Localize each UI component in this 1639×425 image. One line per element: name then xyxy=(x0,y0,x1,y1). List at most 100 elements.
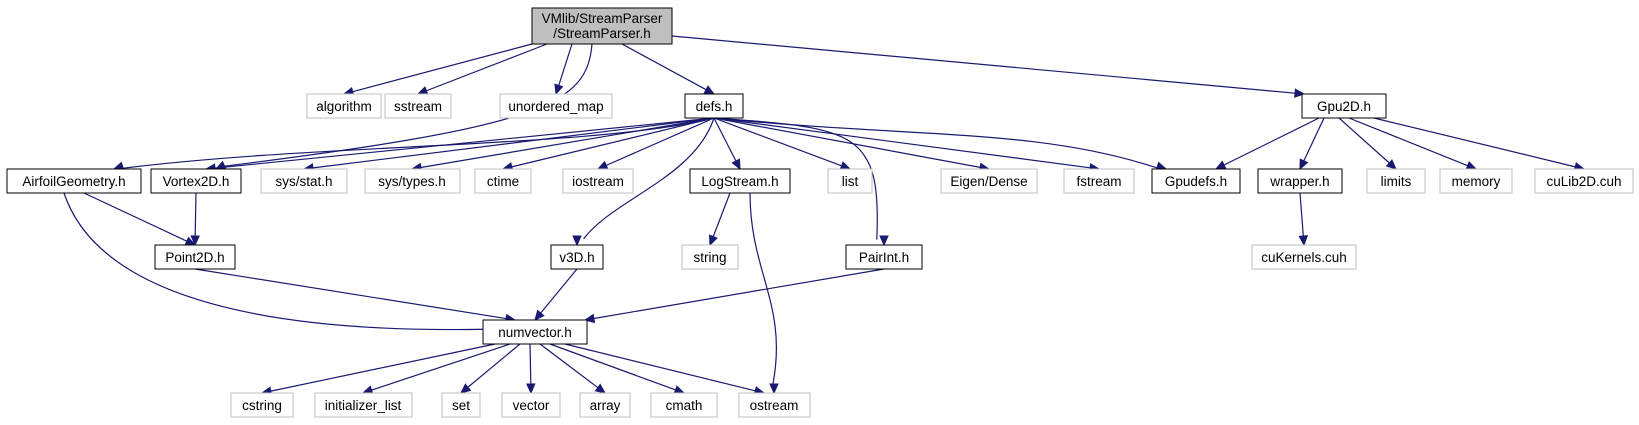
node-logstream[interactable]: LogStream.h xyxy=(689,168,791,194)
edge-arrowhead-wrapper-to-cukernels xyxy=(1298,235,1309,247)
edge-arrowhead-root-to-defs xyxy=(703,85,716,95)
node-vector-label: vector xyxy=(513,398,550,413)
node-cukernels[interactable]: cuKernels.cuh xyxy=(1251,244,1357,270)
node-v3d-label: v3D.h xyxy=(559,250,594,265)
edge-root-to-sstream xyxy=(426,43,548,92)
edge-arrowhead-numvector-to-vector xyxy=(526,383,536,395)
node-cstring[interactable]: cstring xyxy=(230,392,294,418)
node-ostream[interactable]: ostream xyxy=(738,392,811,418)
node-point2d[interactable]: Point2D.h xyxy=(154,244,236,270)
edge-logstream-to-string xyxy=(712,192,731,237)
edge-numvector-to-array xyxy=(539,343,599,389)
node-v3d[interactable]: v3D.h xyxy=(550,244,604,270)
edge-defs-to-v3d xyxy=(583,117,715,240)
node-memory-label: memory xyxy=(1452,174,1501,189)
edge-point2d-to-numvector xyxy=(194,268,507,320)
node-sys-types-label: sys/types.h xyxy=(378,174,446,189)
node-sys-types[interactable]: sys/types.h xyxy=(364,168,461,194)
edge-gpu2d-to-memory xyxy=(1348,117,1468,167)
edge-arrowhead-gpu2d-to-wrapper xyxy=(1299,158,1309,171)
edge-defs-to-pairint xyxy=(713,117,878,240)
node-vortex2d[interactable]: Vortex2D.h xyxy=(150,168,242,194)
node-wrapper[interactable]: wrapper.h xyxy=(1257,168,1343,194)
edge-numvector-to-set xyxy=(467,343,521,388)
node-gpudefs[interactable]: Gpudefs.h xyxy=(1151,168,1241,194)
node-array[interactable]: array xyxy=(579,392,631,418)
node-memory[interactable]: memory xyxy=(1439,168,1513,194)
node-airfoil-geometry[interactable]: AirfoilGeometry.h xyxy=(6,168,142,194)
node-point2d-label: Point2D.h xyxy=(165,250,224,265)
node-pairint[interactable]: PairInt.h xyxy=(845,244,923,270)
node-vector[interactable]: vector xyxy=(501,392,561,418)
node-culib2d-label: cuLib2D.cuh xyxy=(1546,174,1621,189)
node-limits-label: limits xyxy=(1381,174,1412,189)
edge-numvector-to-cstring xyxy=(270,343,496,392)
edge-v3d-to-numvector xyxy=(540,268,578,314)
node-list[interactable]: list xyxy=(827,168,873,194)
node-limits[interactable]: limits xyxy=(1366,168,1426,194)
edge-arrowhead-logstream-to-string xyxy=(708,234,718,247)
node-sys-stat-label: sys/stat.h xyxy=(275,174,332,189)
node-defs[interactable]: defs.h xyxy=(684,93,744,119)
node-eigen-dense-label: Eigen/Dense xyxy=(950,174,1027,189)
edge-defs-to-airfoil xyxy=(122,117,715,169)
edge-defs-to-fstream xyxy=(713,117,1091,169)
edge-arrowhead-defs-to-iostream xyxy=(596,160,609,170)
node-fstream-label: fstream xyxy=(1076,174,1121,189)
edge-defs-to-list xyxy=(713,117,842,167)
node-unordered-map[interactable]: unordered_map xyxy=(499,93,613,119)
edge-defs-to-eigen xyxy=(713,117,981,168)
node-numvector-label: numvector.h xyxy=(498,325,572,340)
node-algorithm-label: algorithm xyxy=(316,99,372,114)
edge-gpu2d-to-gpudefs xyxy=(1223,117,1320,166)
node-string[interactable]: string xyxy=(681,244,739,270)
node-numvector[interactable]: numvector.h xyxy=(482,319,588,345)
node-root[interactable]: VMlib/StreamParser /StreamParser.h xyxy=(531,7,673,45)
edge-arrowhead-root-to-gpu2d xyxy=(1294,88,1306,98)
edge-root-to-algorithm xyxy=(352,43,533,93)
node-cmath-label: cmath xyxy=(666,398,703,413)
node-cstring-label: cstring xyxy=(242,398,282,413)
node-vortex2d-label: Vortex2D.h xyxy=(163,174,230,189)
edge-arrowhead-defs-to-pairint xyxy=(879,235,889,247)
node-pairint-label: PairInt.h xyxy=(859,250,909,265)
edges-layer xyxy=(63,35,1586,396)
node-algorithm[interactable]: algorithm xyxy=(306,93,382,119)
edge-arrowhead-v3d-to-numvector xyxy=(534,309,545,321)
edge-vortex2d-to-point2d xyxy=(194,192,197,237)
node-gpu2d[interactable]: Gpu2D.h xyxy=(1301,93,1387,119)
node-list-label: list xyxy=(842,174,859,189)
edge-gpu2d-to-limits xyxy=(1338,117,1390,164)
node-sys-stat[interactable]: sys/stat.h xyxy=(260,168,348,194)
node-set-label: set xyxy=(452,398,470,413)
node-initializer-list[interactable]: initializer_list xyxy=(314,392,413,418)
edge-arrowhead-defs-to-logstream xyxy=(731,158,741,171)
edge-airfoil-to-point2d xyxy=(83,192,188,242)
node-iostream[interactable]: iostream xyxy=(562,168,634,194)
node-eigen-dense[interactable]: Eigen/Dense xyxy=(940,168,1038,194)
edge-gpu2d-to-wrapper xyxy=(1303,117,1325,162)
node-iostream-label: iostream xyxy=(572,174,624,189)
node-set[interactable]: set xyxy=(441,392,481,418)
node-ctime-label: ctime xyxy=(487,174,519,189)
edge-defs-to-ctime xyxy=(511,117,715,168)
node-cmath[interactable]: cmath xyxy=(650,392,718,418)
node-string-label: string xyxy=(693,250,726,265)
node-ctime[interactable]: ctime xyxy=(474,168,532,194)
edge-defs-to-vortex2d xyxy=(214,117,715,169)
edge-arrowhead-vortex2d-to-point2d xyxy=(190,235,200,247)
edge-pairint-to-numvector xyxy=(593,268,885,320)
edge-defs-to-iostream xyxy=(605,117,715,166)
node-root-box xyxy=(531,7,673,45)
node-fstream[interactable]: fstream xyxy=(1063,168,1135,194)
edge-arrowhead-defs-to-v3d xyxy=(572,235,582,247)
node-culib2d[interactable]: cuLib2D.cuh xyxy=(1534,168,1634,194)
node-sstream[interactable]: sstream xyxy=(384,93,452,119)
edge-root-to-defs xyxy=(621,43,707,91)
node-airfoil-geometry-label: AirfoilGeometry.h xyxy=(22,174,125,189)
node-ostream-label: ostream xyxy=(750,398,799,413)
edge-root-to-unordered_map xyxy=(558,43,573,86)
node-logstream-label: LogStream.h xyxy=(701,174,778,189)
node-gpudefs-label: Gpudefs.h xyxy=(1165,174,1227,189)
